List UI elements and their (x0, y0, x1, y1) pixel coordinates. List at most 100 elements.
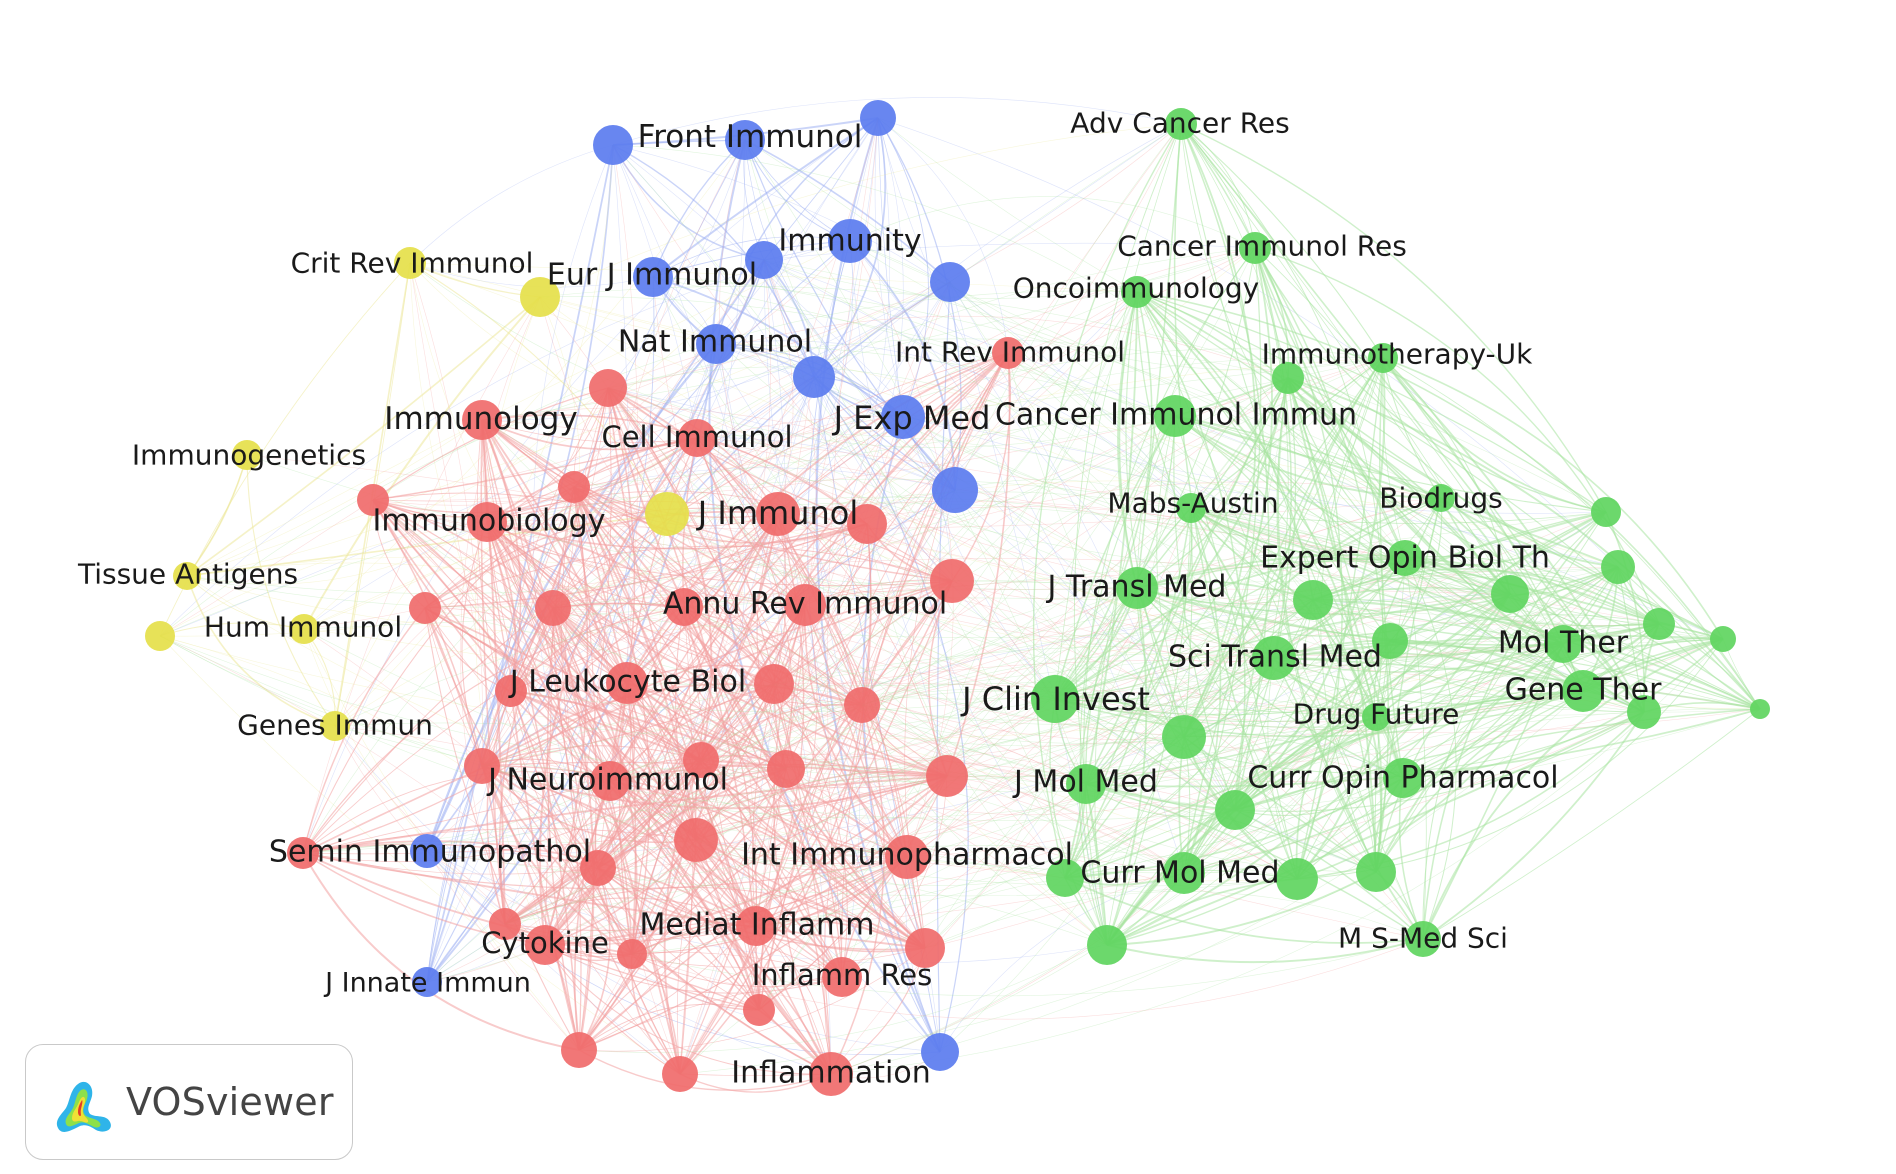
label-j-leukocyte-biol: J Leukocyte Biol (508, 665, 746, 700)
node-unlabeled-35[interactable] (589, 369, 627, 407)
node-unlabeled-92[interactable] (1087, 925, 1127, 965)
node-unlabeled-52[interactable] (905, 928, 945, 968)
node-unlabeled-80[interactable] (1491, 575, 1529, 613)
node-unlabeled-12[interactable] (932, 467, 978, 513)
node-unlabeled-58[interactable] (489, 908, 521, 940)
node-oncoimmunology[interactable] (1121, 276, 1153, 308)
node-unlabeled-79[interactable] (1372, 623, 1408, 659)
node-unlabeled-53[interactable] (743, 994, 775, 1026)
node-curr-mol-med[interactable] (1163, 852, 1205, 894)
node-curr-opin-pharmacol[interactable] (1383, 758, 1423, 798)
node-unlabeled-43[interactable] (754, 664, 794, 704)
node-immunity[interactable] (828, 219, 872, 263)
node-unlabeled-19[interactable] (520, 277, 560, 317)
node-unlabeled-77[interactable] (1272, 362, 1304, 394)
node-unlabeled-56[interactable] (287, 837, 319, 869)
node-j-neuroimmunol[interactable] (590, 761, 630, 801)
node-unlabeled-8[interactable] (860, 100, 896, 136)
node-unlabeled-39[interactable] (930, 559, 974, 603)
node-cell-immunol[interactable] (678, 419, 716, 457)
node-genes-immun[interactable] (320, 711, 350, 741)
node-unlabeled-7[interactable] (593, 125, 633, 165)
node-cancer-immunol-immun[interactable] (1154, 395, 1196, 437)
node-sci-transl-med[interactable] (1252, 636, 1296, 680)
node-m-s-med-sci[interactable] (1405, 921, 1441, 957)
node-unlabeled-50[interactable] (580, 850, 616, 886)
node-unlabeled-91[interactable] (1276, 858, 1318, 900)
node-unlabeled-47[interactable] (767, 750, 805, 788)
node-j-immunol[interactable] (756, 492, 800, 536)
node-j-mol-med[interactable] (1066, 764, 1106, 804)
node-eur-j-immunol[interactable] (633, 257, 673, 297)
node-mol-ther[interactable] (1544, 625, 1582, 663)
node-unlabeled-84[interactable] (1627, 695, 1661, 729)
node-int-rev-immunol[interactable] (992, 337, 1024, 369)
node-unlabeled-20[interactable] (645, 492, 689, 536)
node-int-immunopharmacol[interactable] (885, 835, 929, 879)
node-unlabeled-21[interactable] (145, 621, 175, 651)
node-mabs-austin[interactable] (1176, 493, 1206, 523)
node-annu-rev-immunol[interactable] (784, 584, 826, 626)
node-j-clin-invest[interactable] (1031, 675, 1079, 723)
node-semin-immunopathol[interactable] (410, 834, 444, 868)
node-unlabeled-78[interactable] (1293, 580, 1333, 620)
node-unlabeled-38[interactable] (847, 504, 887, 544)
node-unlabeled-49[interactable] (674, 818, 718, 862)
node-unlabeled-81[interactable] (1591, 497, 1621, 527)
node-immunotherapy-uk[interactable] (1368, 343, 1398, 373)
node-j-innate-immun[interactable] (412, 967, 442, 997)
node-unlabeled-86[interactable] (1750, 699, 1770, 719)
node-tissue-antigens[interactable] (173, 562, 201, 590)
node-crit-rev-immunol[interactable] (394, 247, 426, 279)
node-unlabeled-11[interactable] (793, 356, 835, 398)
node-drug-future[interactable] (1362, 703, 1390, 731)
node-inflamm-res[interactable] (822, 957, 862, 997)
node-j-exp-med[interactable] (881, 395, 925, 439)
node-unlabeled-55[interactable] (662, 1056, 698, 1092)
node-unlabeled-44[interactable] (844, 687, 880, 723)
node-unlabeled-40[interactable] (535, 590, 571, 626)
node-cancer-immunol-res[interactable] (1239, 232, 1271, 264)
node-j-leukocyte-biol[interactable] (606, 662, 648, 704)
node-unlabeled-37[interactable] (357, 484, 389, 516)
node-immunology[interactable] (462, 400, 502, 440)
node-unlabeled-41[interactable] (665, 588, 703, 626)
network-nodes[interactable] (145, 100, 1770, 1096)
node-unlabeled-85[interactable] (1710, 626, 1736, 652)
node-gene-ther[interactable] (1562, 670, 1604, 712)
node-unlabeled-90[interactable] (1046, 859, 1084, 897)
node-unlabeled-46[interactable] (683, 742, 719, 778)
node-front-immunol[interactable] (725, 120, 765, 160)
node-unlabeled-51[interactable] (617, 939, 647, 969)
node-expert-opin-biol-th[interactable] (1387, 540, 1423, 576)
node-unlabeled-42[interactable] (495, 675, 527, 707)
node-unlabeled-9[interactable] (745, 241, 783, 279)
node-unlabeled-54[interactable] (561, 1032, 597, 1068)
node-unlabeled-83[interactable] (1643, 608, 1675, 640)
node-hum-immunol[interactable] (289, 614, 319, 644)
node-j-transl-med[interactable] (1116, 567, 1158, 609)
node-biodrugs[interactable] (1427, 484, 1455, 512)
node-immunogenetics[interactable] (232, 440, 262, 470)
node-unlabeled-48[interactable] (926, 755, 968, 797)
node-unlabeled-36[interactable] (558, 471, 590, 503)
node-unlabeled-57[interactable] (409, 592, 441, 624)
node-nat-immunol[interactable] (696, 324, 736, 364)
node-adv-cancer-res[interactable] (1165, 108, 1197, 140)
node-mediat-inflamm[interactable] (736, 906, 776, 946)
node-unlabeled-87[interactable] (1162, 715, 1206, 759)
node-unlabeled-88[interactable] (1215, 790, 1255, 830)
network-edge (877, 117, 904, 418)
node-unlabeled-45[interactable] (464, 748, 500, 784)
node-immunobiology[interactable] (467, 502, 507, 542)
node-unlabeled-10[interactable] (930, 262, 970, 302)
network-edge (626, 682, 1377, 793)
node-unlabeled-13[interactable] (921, 1033, 959, 1071)
network-edge (1054, 291, 1153, 700)
node-inflammation[interactable] (809, 1052, 853, 1096)
node-cytokine[interactable] (525, 925, 565, 965)
node-unlabeled-89[interactable] (1356, 852, 1396, 892)
node-unlabeled-82[interactable] (1601, 550, 1635, 584)
